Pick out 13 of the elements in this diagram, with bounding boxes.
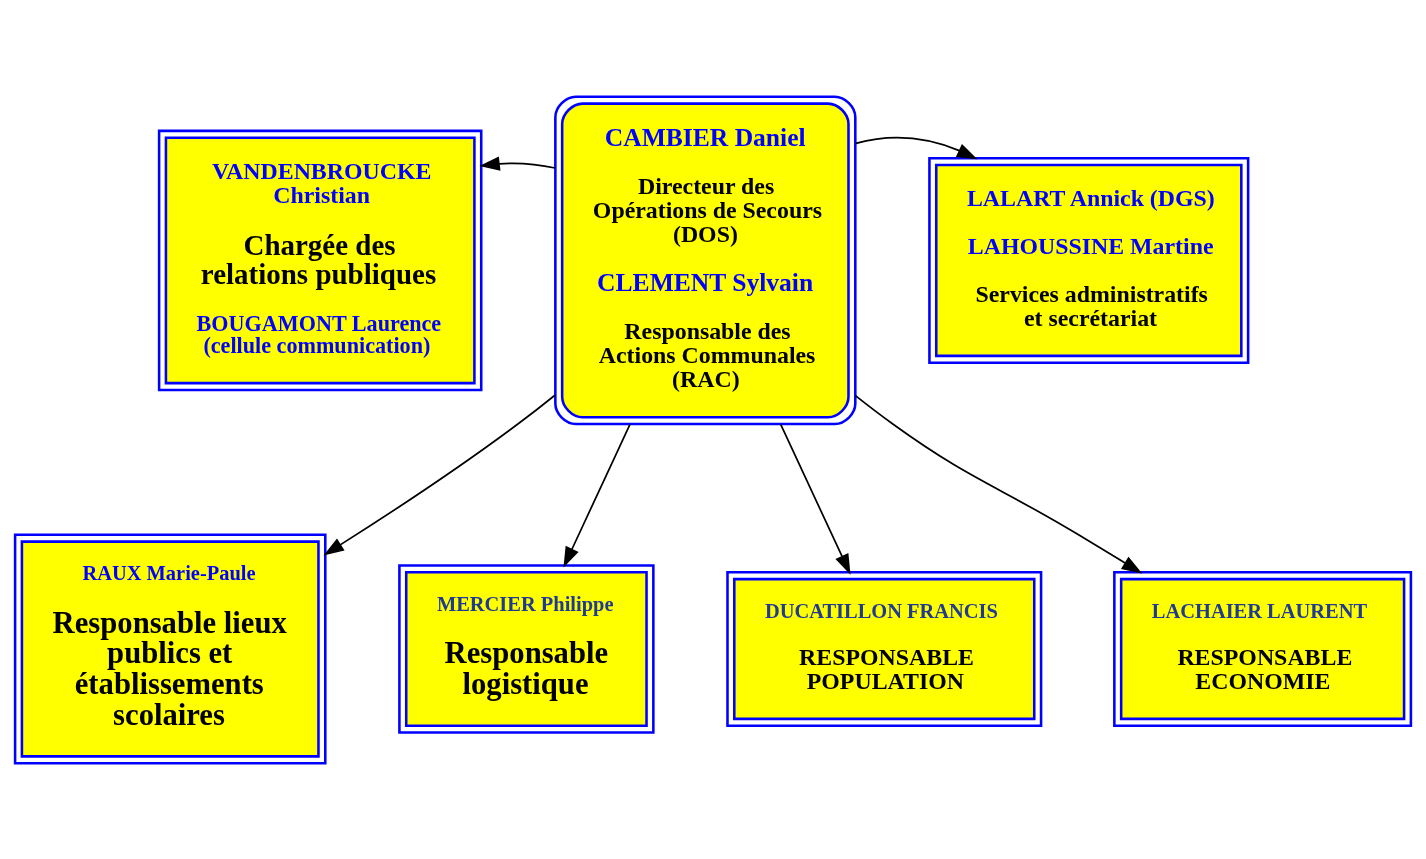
node-box: LALART Annick (DGS) LAHOUSSINE Martine Services administratifs et secrétariat <box>928 156 1250 364</box>
arrow <box>854 394 1143 573</box>
node-box: MERCIER Philippe Responsable logistique <box>398 563 655 734</box>
node-box: LACHAIER LAURENT RESPONSABLE ECONOMIE <box>1113 570 1413 727</box>
arrow <box>779 423 851 575</box>
node-box: VANDENBROUCKE Christian Chargée des relations publiques BOUGAMONT Laurence (cellule communication) <box>157 129 483 391</box>
arrow <box>323 393 556 555</box>
node-box: CAMBIER Daniel Directeur des Opérations de Secours (DOS) CLEMENT Sylvain Responsable des Actions Communales (RAC) <box>554 95 857 425</box>
arrow <box>855 136 978 159</box>
node-box: RAUX Marie-Paule Responsable lieux publics et établissements scolaires <box>13 533 327 764</box>
node-box: DUCATILLON FRANCIS RESPONSABLE POPULATION <box>726 570 1043 727</box>
arrow <box>563 423 631 567</box>
arrow <box>479 156 557 171</box>
